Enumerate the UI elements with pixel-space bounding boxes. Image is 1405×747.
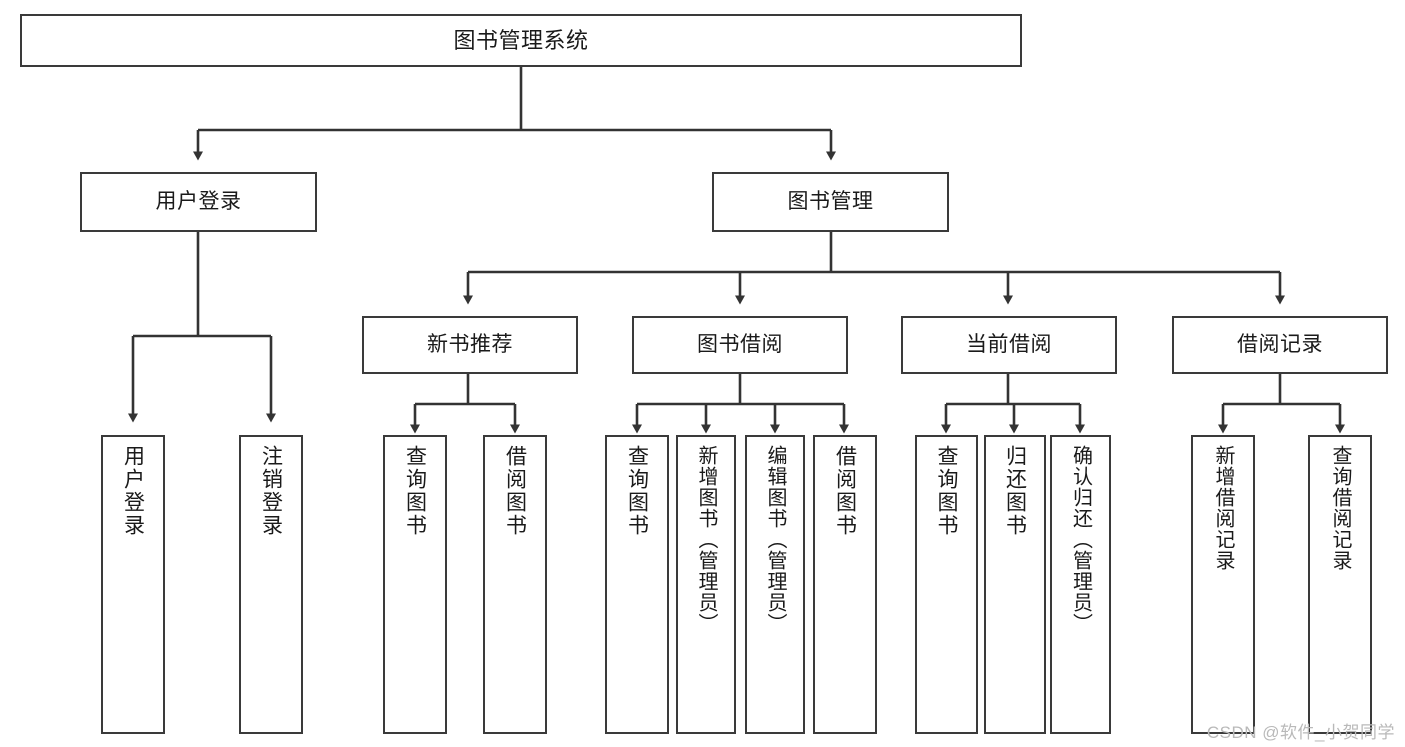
- node-current-borrow-label: 当前借阅: [966, 332, 1052, 356]
- csdn-watermark: CSDN @软件_小贺同学: [1206, 723, 1395, 742]
- node-leaf-add-borrow-record-label: 新增借阅记录: [1212, 445, 1234, 571]
- node-leaf-add-borrow-record[interactable]: 新增借阅记录: [1191, 435, 1255, 734]
- node-leaf-logout-label: 注销登录: [259, 445, 283, 537]
- node-book-borrow-label: 图书借阅: [697, 332, 783, 356]
- node-leaf-return-book-label: 归还图书: [1003, 445, 1027, 537]
- node-leaf-current-query-book-label: 查询图书: [935, 445, 958, 537]
- node-leaf-edit-book-admin[interactable]: 编辑图书（管理员）: [745, 435, 805, 734]
- node-current-borrow[interactable]: 当前借阅: [901, 316, 1117, 374]
- node-user-login[interactable]: 用户登录: [80, 172, 317, 232]
- node-leaf-recommend-query-book[interactable]: 查询图书: [383, 435, 447, 734]
- node-borrow-record-label: 借阅记录: [1237, 332, 1323, 356]
- node-leaf-borrow-book-label: 借阅图书: [833, 445, 857, 537]
- node-leaf-recommend-borrow-book[interactable]: 借阅图书: [483, 435, 547, 734]
- node-leaf-edit-book-admin-label: 编辑图书（管理员）: [764, 445, 786, 634]
- node-leaf-recommend-borrow-book-label: 借阅图书: [503, 445, 527, 537]
- node-leaf-confirm-return-admin-label: 确认归还（管理员）: [1069, 445, 1092, 634]
- node-new-book-recommend-label: 新书推荐: [427, 332, 513, 356]
- node-user-login-label: 用户登录: [155, 189, 242, 213]
- node-leaf-recommend-query-book-label: 查询图书: [403, 445, 427, 537]
- node-root-system[interactable]: 图书管理系统: [20, 14, 1022, 67]
- node-borrow-record[interactable]: 借阅记录: [1172, 316, 1388, 374]
- node-leaf-logout[interactable]: 注销登录: [239, 435, 303, 734]
- node-leaf-add-book-admin-label: 新增图书（管理员）: [695, 445, 717, 634]
- node-leaf-current-query-book[interactable]: 查询图书: [915, 435, 978, 734]
- node-leaf-confirm-return-admin[interactable]: 确认归还（管理员）: [1050, 435, 1111, 734]
- node-book-manage-label: 图书管理: [787, 189, 874, 213]
- node-leaf-return-book[interactable]: 归还图书: [984, 435, 1046, 734]
- node-root-system-label: 图书管理系统: [453, 27, 589, 53]
- node-new-book-recommend[interactable]: 新书推荐: [362, 316, 578, 374]
- node-leaf-user-login-label: 用户登录: [121, 445, 145, 537]
- node-leaf-query-borrow-record[interactable]: 查询借阅记录: [1308, 435, 1372, 734]
- node-book-borrow[interactable]: 图书借阅: [632, 316, 848, 374]
- node-book-manage[interactable]: 图书管理: [712, 172, 949, 232]
- node-leaf-user-login[interactable]: 用户登录: [101, 435, 165, 734]
- node-leaf-borrow-book[interactable]: 借阅图书: [813, 435, 877, 734]
- node-leaf-borrow-query-book-label: 查询图书: [625, 445, 649, 537]
- node-leaf-add-book-admin[interactable]: 新增图书（管理员）: [676, 435, 736, 734]
- node-leaf-query-borrow-record-label: 查询借阅记录: [1329, 445, 1351, 571]
- node-leaf-borrow-query-book[interactable]: 查询图书: [605, 435, 669, 734]
